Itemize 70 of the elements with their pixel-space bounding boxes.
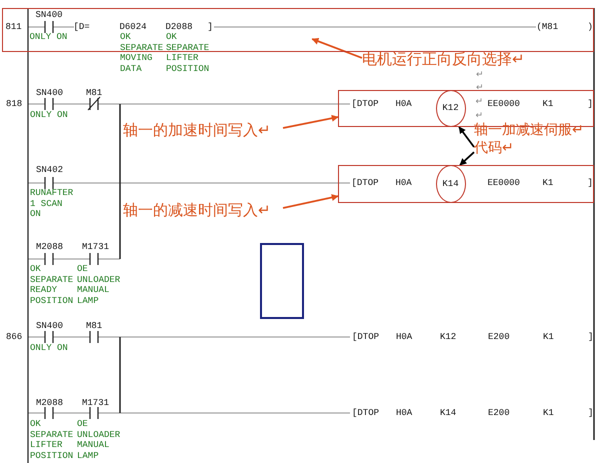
rung-number: 818 <box>6 99 22 109</box>
instruction-text: K14 <box>441 178 460 188</box>
comment-text: RUNAFTER 1 SCAN ON <box>30 188 74 220</box>
comment-text: OK SEPARATE MOVING DATA <box>120 32 164 74</box>
contact-label: M81 <box>86 88 102 98</box>
contact-label: M2088 <box>36 398 64 408</box>
instruction-text: [DTOP <box>352 178 379 188</box>
instruction-text: ] <box>588 178 593 188</box>
instruction-text: K1 <box>542 178 554 188</box>
annotation-text: 电机运行正向反向选择↵ <box>362 50 525 69</box>
instruction-text: K1 <box>543 408 554 418</box>
instruction-text: E200 <box>488 408 510 418</box>
arrow <box>459 152 475 166</box>
instruction-text: EE0000 <box>488 178 520 188</box>
instruction-text: (M81 <box>536 22 558 32</box>
instruction-text: [DTOP <box>352 98 379 108</box>
instruction-text: ) <box>588 22 593 32</box>
instruction-text: EE0000 <box>488 98 520 108</box>
arrow <box>282 194 339 209</box>
contact-label: SN400 <box>36 88 64 98</box>
instruction-text: [DTOP <box>352 408 380 418</box>
instruction-text: ] <box>588 408 594 418</box>
contact-label: SN400 <box>36 321 64 331</box>
contact-label: M1731 <box>82 242 110 252</box>
comment-text: OK SEPARATE LIFTER POSITION <box>30 419 74 461</box>
paragraph-mark: ↵ <box>476 70 484 80</box>
instruction-text: H0A <box>396 408 412 418</box>
paragraph-mark: ↵ <box>476 96 484 106</box>
comment-text: ONLY ON <box>30 32 68 42</box>
contact-label: M2088 <box>36 242 64 252</box>
instruction-text: H0A <box>396 332 412 342</box>
highlight-ellipse <box>436 164 466 202</box>
paragraph-mark: ↵ <box>476 83 484 93</box>
instruction-text: ] <box>208 22 213 32</box>
instruction-text: H0A <box>396 98 412 108</box>
arrow <box>312 38 362 59</box>
instruction-text: D6024 <box>120 22 147 32</box>
annotation-text: 轴一加减速伺服↵代码↵ <box>474 121 585 157</box>
annotation-text: 轴一的减速时间写入↵ <box>123 201 271 220</box>
instruction-text: D2088 <box>166 22 193 32</box>
paragraph-mark: ↵ <box>476 110 484 120</box>
contact-label: M1731 <box>82 398 110 408</box>
comment-text: OK SEPARATE LIFTER POSITION <box>166 32 210 74</box>
comment-text: OE UNLOADER MANUAL LAMP <box>77 264 122 306</box>
comment-text: OE UNLOADER MANUAL LAMP <box>77 419 122 461</box>
contact-label: SN400 <box>36 10 63 20</box>
instruction-text: K12 <box>440 332 456 342</box>
instruction-text: K1 <box>542 98 554 108</box>
highlight-ellipse <box>436 90 466 126</box>
highlight-box <box>2 8 594 52</box>
contact-label: M81 <box>86 321 102 331</box>
arrow <box>282 114 339 129</box>
instruction-text: [D= <box>74 22 90 32</box>
highlight-box <box>338 165 594 203</box>
instruction-text: E200 <box>488 332 510 342</box>
instruction-text: ] <box>588 98 593 108</box>
instruction-text: ] <box>588 332 594 342</box>
rung-number: 811 <box>6 22 22 32</box>
comment-text: OK SEPARATE READY POSITION <box>30 264 74 306</box>
contact-label: SN402 <box>36 165 64 175</box>
comment-text: ONLY ON <box>30 110 69 120</box>
instruction-text: K1 <box>543 332 554 342</box>
instruction-text: K14 <box>440 408 456 418</box>
comment-text: ONLY ON <box>30 343 69 354</box>
annotation-text: 轴一的加速时间写入↵ <box>123 121 271 140</box>
instruction-text: H0A <box>396 178 412 188</box>
arrow <box>458 126 475 148</box>
instruction-text: K12 <box>441 103 460 113</box>
rung-number: 866 <box>6 332 22 342</box>
instruction-text: [DTOP <box>352 332 380 342</box>
